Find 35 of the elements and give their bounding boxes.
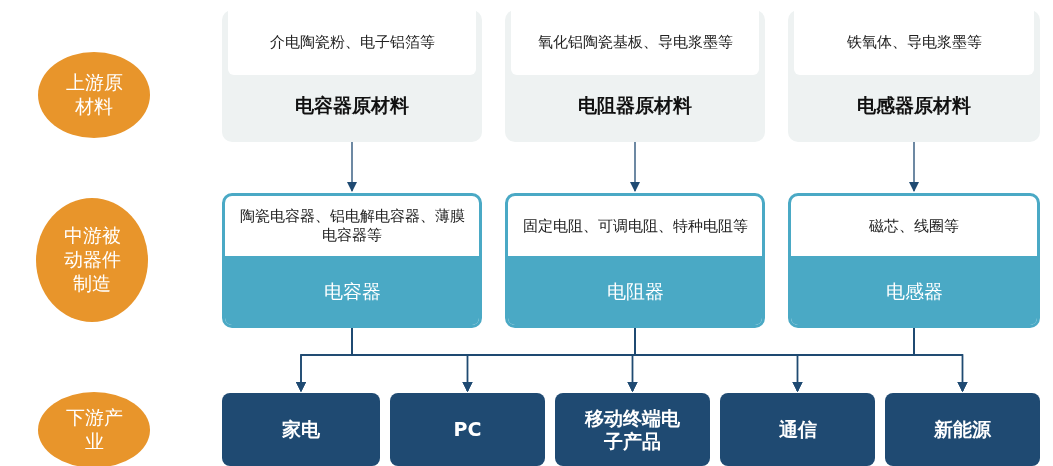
description-text: 介电陶瓷粉、电子铝箔等 xyxy=(269,33,435,52)
component-card xyxy=(222,193,482,328)
card-heading: 电阻器原材料 xyxy=(578,93,692,118)
industry-label: 通信 xyxy=(778,418,817,441)
industry-box xyxy=(222,393,380,466)
stage-label: 下游产业 xyxy=(65,406,123,454)
arrow xyxy=(908,141,920,193)
card-heading: 电容器 xyxy=(323,279,381,304)
industry-box xyxy=(885,393,1040,466)
description-text: 磁芯、线圈等 xyxy=(869,216,959,236)
description-text: 氧化铝陶瓷基板、导电浆墨等 xyxy=(537,33,733,52)
industry-box xyxy=(555,393,710,466)
card-heading: 电感器原材料 xyxy=(857,93,971,118)
description-text: 铁氧体、导电浆墨等 xyxy=(846,33,982,52)
arrow xyxy=(346,141,358,193)
component-card xyxy=(788,193,1040,328)
industry-box xyxy=(390,393,545,466)
industry-label: PC xyxy=(453,418,482,441)
card-heading: 电感器 xyxy=(885,279,943,304)
description-text: 固定电阻、可调电阻、特种电阻等 xyxy=(522,216,748,236)
material-card xyxy=(788,10,1040,142)
material-card xyxy=(222,10,482,142)
component-card xyxy=(505,193,765,328)
card-heading: 电容器原材料 xyxy=(295,93,409,118)
arrow xyxy=(629,141,641,193)
arrow xyxy=(913,327,968,393)
industry-label: 家电 xyxy=(282,418,320,441)
material-card xyxy=(505,10,765,142)
industry-label: 新能源 xyxy=(934,418,991,441)
stage-label: 中游被动器件制造 xyxy=(63,224,121,296)
stage-label: 上游原材料 xyxy=(65,71,123,119)
industry-label: 移动终端电子产品 xyxy=(585,406,680,453)
industry-box xyxy=(720,393,875,466)
card-heading: 电阻器 xyxy=(606,279,664,304)
description-text: 陶瓷电容器、铝电解电容器、薄膜电容器等 xyxy=(238,207,466,245)
